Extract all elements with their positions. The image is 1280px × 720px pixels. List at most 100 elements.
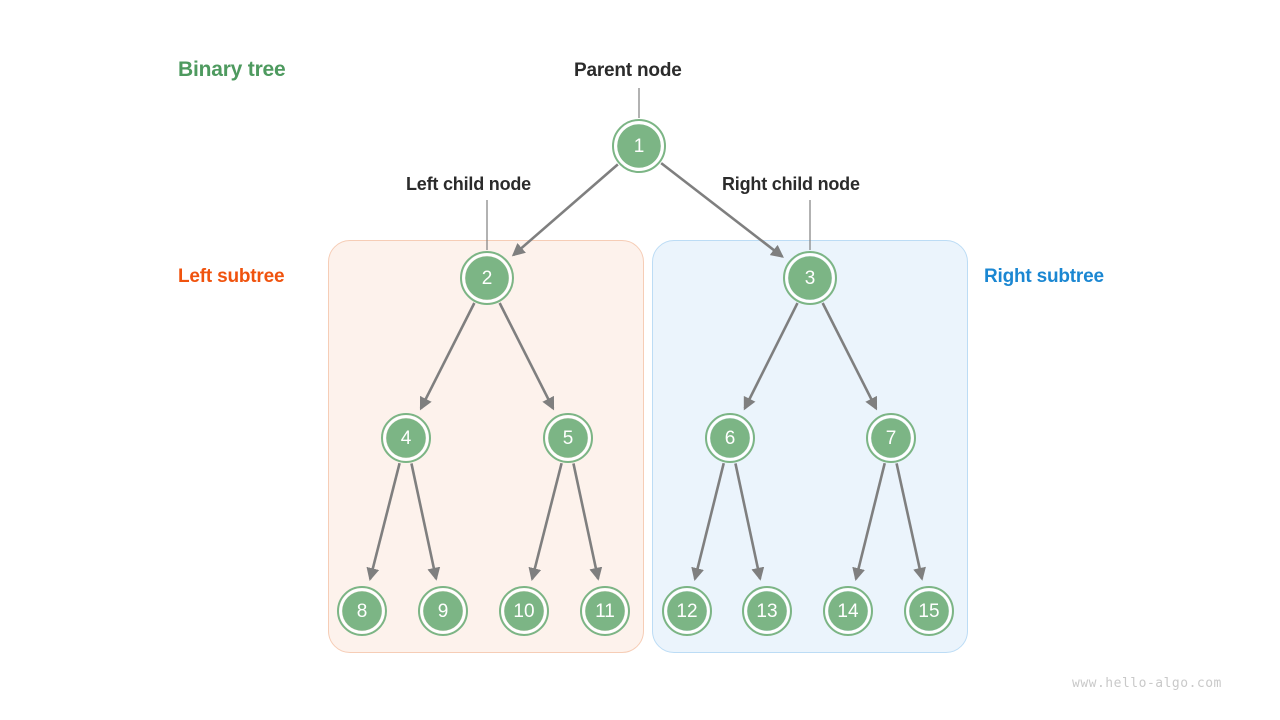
node-inner-ring [664, 588, 710, 634]
right-subtree-label: Right subtree [984, 266, 1104, 287]
tree-node-12: 12 [662, 586, 712, 636]
node-disc [386, 418, 426, 458]
edge-1-to-2 [511, 163, 619, 257]
edge-7-to-15 [895, 463, 926, 581]
node-inner-ring [383, 415, 429, 461]
edge-5-to-11 [572, 463, 603, 581]
node-disc [909, 591, 949, 631]
node-outer-ring [580, 586, 630, 636]
node-outer-ring [543, 413, 593, 463]
node-outer-ring [662, 586, 712, 636]
tree-node-9: 9 [418, 586, 468, 636]
node-outer-ring [612, 119, 666, 173]
node-outer-ring [866, 413, 916, 463]
node-inner-ring [744, 588, 790, 634]
node-value-label: 5 [563, 428, 574, 449]
node-value-label: 3 [805, 268, 816, 289]
node-disc [465, 256, 509, 300]
node-value-label: 15 [918, 601, 939, 622]
node-outer-ring [904, 586, 954, 636]
node-inner-ring [906, 588, 952, 634]
tree-node-1: 1 [612, 119, 666, 173]
node-outer-ring [742, 586, 792, 636]
node-value-label: 4 [401, 428, 412, 449]
node-outer-ring [705, 413, 755, 463]
node-outer-ring [460, 251, 514, 305]
node-disc [423, 591, 463, 631]
node-outer-ring [499, 586, 549, 636]
edge-5-to-10 [528, 462, 563, 582]
tree-node-10: 10 [499, 586, 549, 636]
node-disc [788, 256, 832, 300]
edge-6-to-13 [734, 463, 765, 581]
left-subtree-label: Left subtree [178, 266, 285, 287]
edge-3-to-6 [743, 302, 799, 411]
node-disc [617, 124, 661, 168]
node-outer-ring [337, 586, 387, 636]
node-value-label: 7 [886, 428, 897, 449]
node-disc [342, 591, 382, 631]
node-inner-ring [339, 588, 385, 634]
node-inner-ring [462, 253, 512, 303]
node-outer-ring [783, 251, 837, 305]
node-value-label: 9 [438, 601, 449, 622]
tree-node-8: 8 [337, 586, 387, 636]
node-disc [667, 591, 707, 631]
node-disc [585, 591, 625, 631]
right-child-node-label: Right child node [722, 174, 860, 194]
node-inner-ring [501, 588, 547, 634]
node-value-label: 11 [595, 601, 615, 622]
edge-4-to-8 [366, 462, 401, 582]
tree-node-5: 5 [543, 413, 593, 463]
node-value-label: 10 [513, 601, 534, 622]
node-disc [871, 418, 911, 458]
node-disc [828, 591, 868, 631]
watermark: www.hello-algo.com [1072, 676, 1222, 691]
node-outer-ring [381, 413, 431, 463]
tree-node-3: 3 [783, 251, 837, 305]
node-outer-ring [823, 586, 873, 636]
edge-7-to-14 [852, 462, 886, 581]
tree-node-15: 15 [904, 586, 954, 636]
node-disc [747, 591, 787, 631]
node-inner-ring [545, 415, 591, 461]
edge-6-to-12 [691, 462, 725, 581]
tree-node-7: 7 [866, 413, 916, 463]
node-disc [504, 591, 544, 631]
edge-2-to-4 [419, 302, 476, 411]
tree-node-2: 2 [460, 251, 514, 305]
left-child-node-label: Left child node [406, 174, 531, 194]
node-disc [710, 418, 750, 458]
node-inner-ring [614, 121, 664, 171]
node-value-label: 6 [725, 428, 736, 449]
node-value-label: 1 [634, 136, 645, 157]
node-inner-ring [825, 588, 871, 634]
edge-2-to-5 [498, 302, 555, 411]
node-value-label: 14 [837, 601, 859, 622]
parent-node-label: Parent node [574, 60, 682, 81]
node-outer-ring [418, 586, 468, 636]
tree-node-6: 6 [705, 413, 755, 463]
page-title: Binary tree [178, 58, 286, 81]
tree-edges [366, 162, 926, 582]
tree-node-13: 13 [742, 586, 792, 636]
node-inner-ring [582, 588, 628, 634]
edge-4-to-9 [410, 463, 441, 581]
tree-node-11: 11 [580, 586, 630, 636]
tree-node-4: 4 [381, 413, 431, 463]
node-value-label: 2 [482, 268, 493, 289]
edge-1-to-3 [660, 162, 784, 258]
node-disc [548, 418, 588, 458]
node-inner-ring [785, 253, 835, 303]
node-inner-ring [868, 415, 914, 461]
node-value-label: 8 [357, 601, 368, 622]
right-subtree-panel [652, 240, 968, 653]
leader-lines [486, 88, 811, 250]
node-inner-ring [707, 415, 753, 461]
node-value-label: 13 [756, 601, 777, 622]
edge-3-to-7 [821, 302, 878, 411]
node-inner-ring [420, 588, 466, 634]
